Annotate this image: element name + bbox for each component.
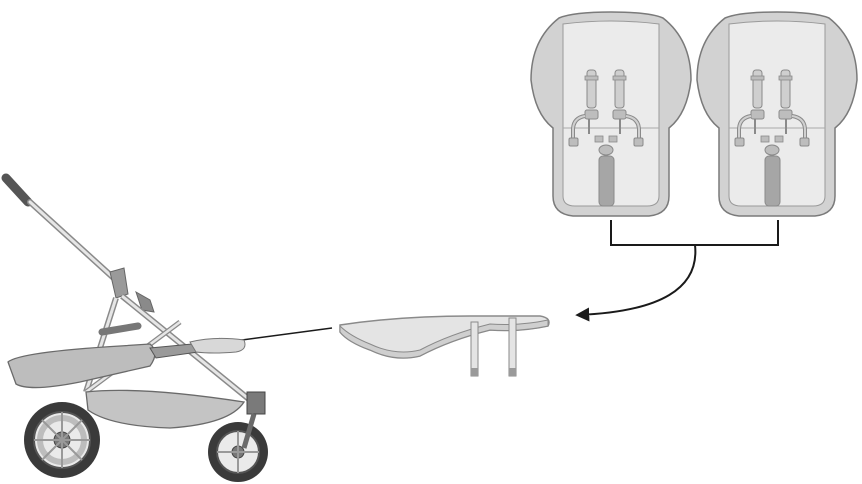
seat-liner-icon bbox=[697, 12, 857, 216]
stroller-icon bbox=[6, 178, 268, 482]
connector-bracket bbox=[611, 220, 778, 245]
seat-liner-icon bbox=[531, 12, 691, 216]
seat-frame-icon bbox=[340, 316, 549, 376]
curved-arrow bbox=[578, 245, 695, 315]
